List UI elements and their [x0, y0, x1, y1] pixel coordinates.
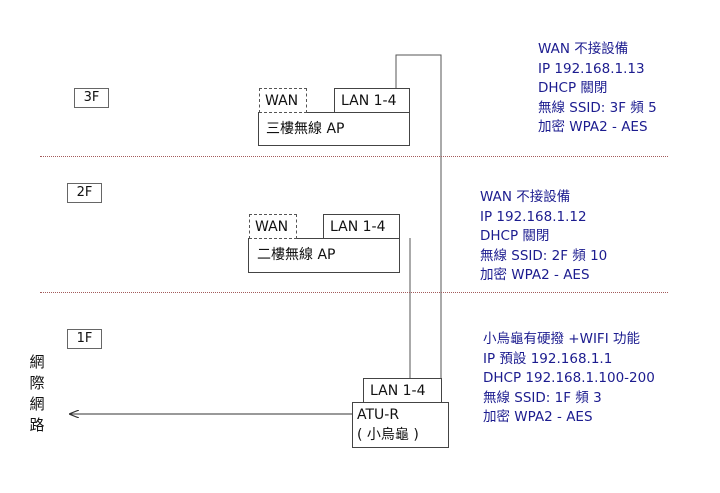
ap-3f-lan-port: LAN 1-4	[334, 88, 410, 113]
note-ap-3f-line: WAN 不接設備	[538, 41, 629, 57]
link-3f-to-router	[395, 54, 442, 378]
floor-separator-3f-2f	[40, 156, 668, 157]
internet-label-2: 際	[29, 374, 45, 392]
note-ap-2f-line: WAN 不接設備	[480, 189, 571, 205]
floor-label-3f: 3F	[74, 88, 109, 108]
note-ap-2f-line: 加密 WPA2 - AES	[480, 267, 590, 283]
floor-separator-2f-1f	[40, 292, 668, 293]
note-router-line: 無線 SSID: 1F 頻 3	[483, 389, 602, 406]
note-ap-3f-line: 加密 WPA2 - AES	[538, 119, 648, 135]
floor-label-1f: 1F	[67, 329, 102, 349]
note-router-line: 小烏龜有硬撥 +WIFI 功能	[483, 331, 640, 347]
router-subname: ( 小烏龜 )	[357, 427, 419, 443]
ap-3f: 三樓無線 AP	[258, 112, 410, 146]
note-router-line: IP 預設 192.168.1.1	[483, 350, 613, 367]
ap-3f-name: 三樓無線 AP	[266, 121, 345, 137]
note-router-line: 加密 WPA2 - AES	[483, 409, 593, 425]
internet-label-3: 網	[29, 395, 45, 413]
note-ap-3f-line: DHCP 關閉	[538, 80, 608, 96]
ap-2f-name: 二樓無線 AP	[257, 247, 336, 263]
router-lan-port: LAN 1-4	[363, 378, 442, 403]
floor-label-2f: 2F	[67, 183, 102, 203]
note-router: 小烏龜有硬撥 +WIFI 功能 IP 預設 192.168.1.1 DHCP 1…	[483, 330, 655, 428]
ap-2f-wan-port: WAN	[249, 214, 297, 239]
router-name: ATU-R	[357, 407, 400, 423]
internet-label-1: 網	[29, 353, 45, 371]
note-ap-2f-line: IP 192.168.1.12	[480, 208, 587, 225]
ap-2f-lan-port: LAN 1-4	[323, 214, 400, 239]
note-ap-2f-line: DHCP 關閉	[480, 228, 550, 244]
ap-3f-wan-port: WAN	[259, 88, 307, 113]
ap-2f: 二樓無線 AP	[248, 238, 400, 273]
note-ap-3f-line: IP 192.168.1.13	[538, 60, 645, 77]
note-ap-2f: WAN 不接設備 IP 192.168.1.12 DHCP 關閉 無線 SSID…	[480, 188, 607, 286]
internet-label-4: 路	[29, 416, 45, 434]
note-router-line: DHCP 192.168.1.100-200	[483, 370, 655, 386]
note-ap-3f: WAN 不接設備 IP 192.168.1.13 DHCP 關閉 無線 SSID…	[538, 40, 657, 138]
note-ap-2f-line: 無線 SSID: 2F 頻 10	[480, 247, 608, 264]
note-ap-3f-line: 無線 SSID: 3F 頻 5	[538, 99, 657, 116]
router-atu-r: ATU-R ( 小烏龜 )	[352, 402, 449, 448]
